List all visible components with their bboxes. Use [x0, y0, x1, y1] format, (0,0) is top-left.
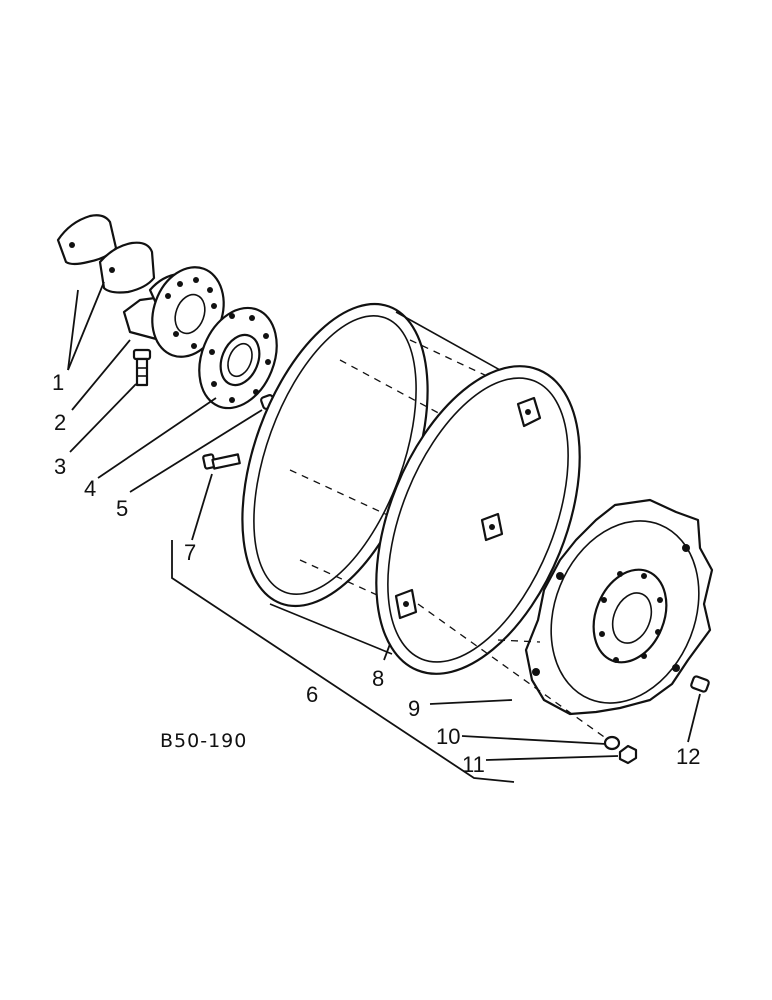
callout-1: 1: [52, 370, 64, 395]
rim-bolt: [202, 453, 241, 470]
callout-10: 10: [436, 724, 460, 749]
disc-bolt: [690, 675, 710, 693]
leader-6-bracket: [171, 540, 515, 783]
callout-7: 7: [184, 540, 196, 565]
callout-8: 8: [372, 666, 384, 691]
washer: [603, 735, 621, 751]
clamp-half-lower: [98, 241, 156, 294]
wheel-rim: [241, 302, 581, 675]
leader-4: [97, 397, 217, 479]
leader-2: [71, 339, 131, 411]
leader-8: [383, 643, 391, 661]
wheel-hub: [122, 266, 225, 358]
callout-6: 6: [306, 682, 318, 707]
callout-11: 11: [462, 752, 485, 777]
callout-2: 2: [54, 410, 66, 435]
leader-10: [461, 735, 607, 745]
leader-12: [687, 693, 701, 743]
leader-5: [129, 409, 263, 493]
leader-1b: [67, 281, 105, 371]
hub-bolt: [132, 348, 152, 387]
leader-7: [191, 473, 213, 541]
alignment-line: [417, 603, 615, 745]
reference-code: B50-190: [160, 730, 247, 752]
callout-5: 5: [116, 496, 128, 521]
flange-plate: [198, 306, 278, 410]
leader-1a: [67, 289, 79, 371]
callout-12: 12: [676, 744, 700, 769]
nut: [618, 744, 638, 765]
wheel-disc: [524, 498, 714, 716]
leader-11: [485, 755, 619, 761]
leader-9: [429, 699, 513, 705]
leader-3: [69, 383, 137, 453]
callout-9: 9: [408, 696, 420, 721]
callout-4: 4: [84, 476, 96, 501]
callout-3: 3: [54, 454, 66, 479]
